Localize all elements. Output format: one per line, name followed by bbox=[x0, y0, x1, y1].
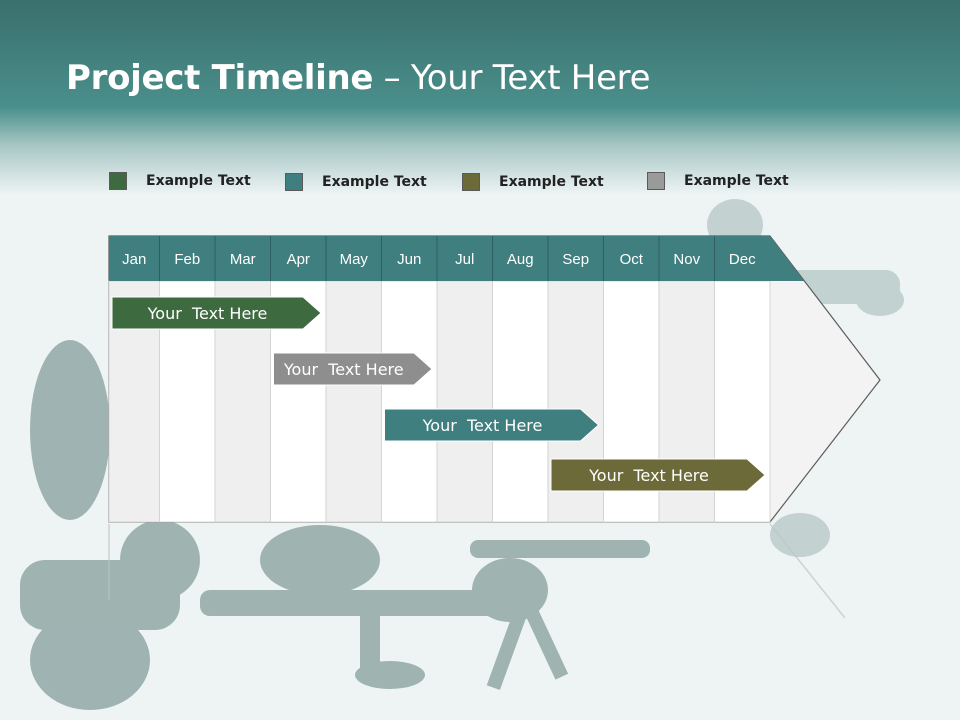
month-label: Nov bbox=[673, 251, 700, 268]
task-bar bbox=[384, 408, 600, 442]
title-bold: Project Timeline bbox=[66, 58, 374, 98]
task-label: Your Text Here bbox=[283, 360, 404, 379]
timeline-reflection bbox=[108, 523, 846, 619]
legend-swatch bbox=[285, 173, 303, 191]
month-label: Jun bbox=[397, 251, 421, 268]
task-bar bbox=[550, 458, 766, 492]
month-label: Dec bbox=[729, 251, 756, 268]
legend-item: Example Text bbox=[647, 171, 789, 191]
legend-label: Example Text bbox=[146, 173, 251, 189]
legend-label: Example Text bbox=[499, 174, 604, 190]
task-bar bbox=[111, 296, 322, 330]
month-header-band bbox=[109, 236, 804, 281]
legend-swatch bbox=[647, 172, 665, 190]
month-label: Oct bbox=[620, 251, 644, 268]
task-bar bbox=[273, 352, 433, 386]
month-label: Sep bbox=[562, 251, 589, 268]
month-label: Feb bbox=[174, 251, 200, 268]
page-title: Project Timeline – Your Text Here bbox=[66, 58, 651, 98]
legend-label: Example Text bbox=[322, 174, 427, 190]
legend-swatch bbox=[462, 173, 480, 191]
task-label: Your Text Here bbox=[422, 416, 543, 435]
month-label: Jul bbox=[455, 251, 474, 268]
legend-item: Example Text bbox=[462, 172, 604, 192]
legend-item: Example Text bbox=[285, 172, 427, 192]
month-label: Apr bbox=[287, 251, 310, 268]
month-column bbox=[381, 280, 438, 523]
legend-item: Example Text bbox=[109, 171, 251, 191]
title-rest: – Your Text Here bbox=[373, 58, 651, 98]
foreground-figures bbox=[20, 340, 650, 710]
legend-swatch bbox=[109, 172, 127, 190]
month-label: Mar bbox=[230, 251, 256, 268]
month-column bbox=[492, 280, 549, 523]
task-label: Your Text Here bbox=[588, 466, 709, 485]
month-label: May bbox=[340, 251, 369, 268]
task-label: Your Text Here bbox=[147, 304, 268, 323]
month-column bbox=[436, 280, 493, 523]
month-label: Jan bbox=[122, 251, 146, 268]
month-column bbox=[325, 280, 382, 523]
legend-label: Example Text bbox=[684, 173, 789, 189]
month-label: Aug bbox=[507, 251, 534, 268]
